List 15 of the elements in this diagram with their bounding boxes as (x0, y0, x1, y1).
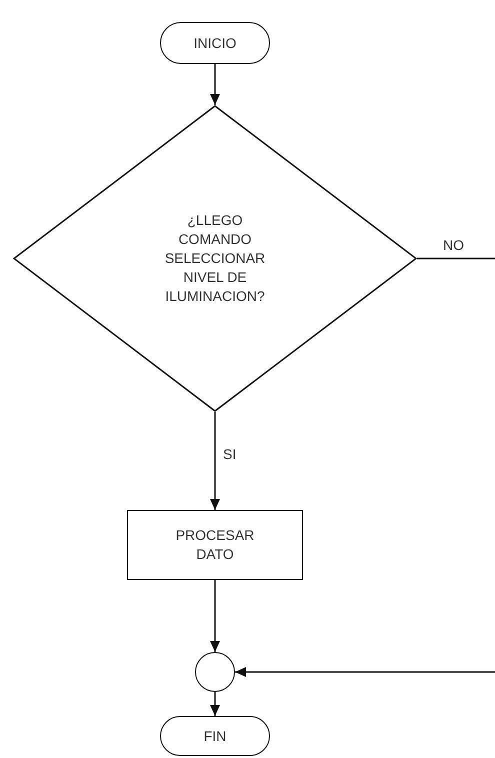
arrow (210, 64, 220, 105)
start-terminal (160, 22, 270, 64)
node-text: ¿LLEGO COMANDO SELECCIONAR NIVEL DE ILUMINACION? (164, 211, 266, 306)
connector-line (417, 258, 495, 260)
arrow (210, 580, 220, 652)
arrow (235, 667, 495, 677)
arrow (210, 412, 220, 510)
connector-circle (195, 652, 235, 692)
node-text: FIN (204, 726, 226, 746)
process-box (127, 510, 303, 580)
decision-diamond (13, 105, 417, 412)
end-terminal (160, 716, 270, 756)
node-text: PROCESAR DATO (174, 526, 256, 564)
arrow (210, 692, 220, 716)
node-text: INICIO (194, 34, 236, 52)
